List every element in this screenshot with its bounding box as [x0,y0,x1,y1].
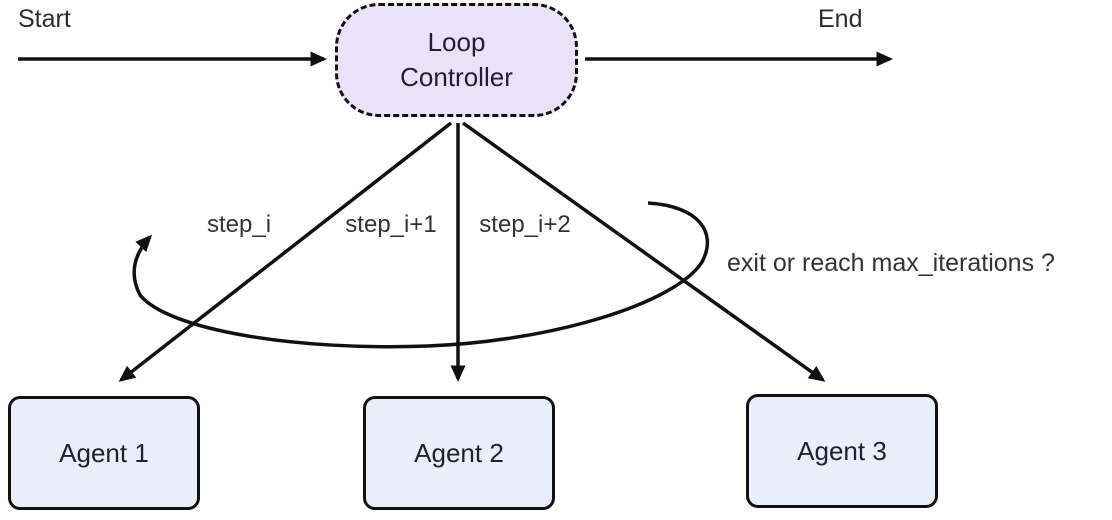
loop-controller-node: Loop Controller [335,3,578,117]
edge-controller-to-agent3 [461,121,826,382]
loop-condition-label: exit or reach max_iterations ? [727,249,1055,277]
end-label: End [818,5,863,33]
start-label: Start [18,5,71,33]
agent-1-label: Agent 1 [59,437,149,468]
agent-1-node: Agent 1 [8,396,200,510]
agent-3-node: Agent 3 [746,394,938,508]
edge-label-step-i1: step_i+1 [345,211,437,238]
loop-controller-label: Loop Controller [400,26,513,92]
edge-loop-back-arc [132,201,709,349]
edge-controller-to-agent1 [118,121,453,382]
agent-2-node: Agent 2 [363,396,555,510]
edge-label-step-i2: step_i+2 [479,211,571,238]
agent-3-label: Agent 3 [797,435,887,466]
agent-2-label: Agent 2 [414,437,504,468]
edge-label-step-i: step_i [206,211,272,238]
